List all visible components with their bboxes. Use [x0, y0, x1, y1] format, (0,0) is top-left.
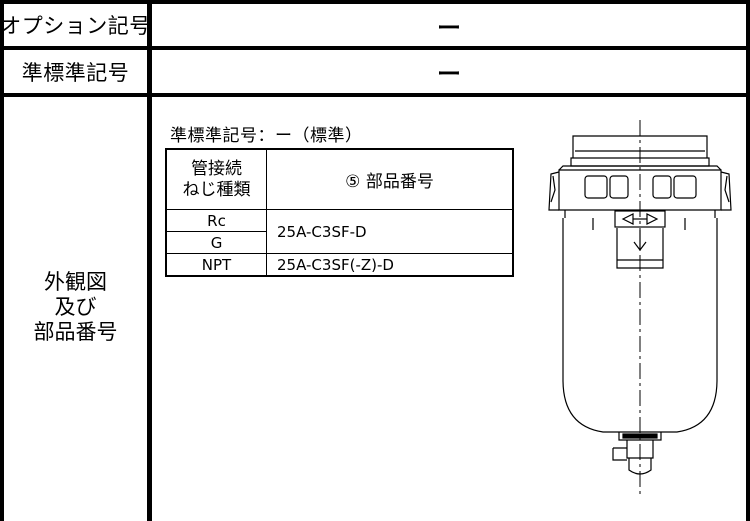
appearance-label: 外観図 及び 部品番号 — [4, 270, 147, 345]
appearance-label-line3: 部品番号 — [33, 320, 118, 344]
bowl-cap — [572, 135, 708, 158]
row-divider-1 — [0, 46, 750, 50]
parts-table-header: 管接続 ねじ種類 ⑤ 部品番号 — [165, 148, 514, 210]
standard-code-label: 準標準記号 — [21, 60, 130, 85]
table-row: G — [165, 231, 513, 254]
table-row: NPT 25A-C3SF(-Z)-D — [165, 253, 514, 277]
column-divider — [147, 0, 152, 521]
right-border — [746, 0, 750, 521]
thread-type-header: 管接続 ねじ種類 — [165, 148, 267, 210]
part-number-header: ⑤ 部品番号 — [266, 148, 514, 210]
option-code-label: オプション記号 — [0, 14, 151, 38]
lock-button — [614, 210, 666, 228]
appearance-label-line2: 及び — [54, 295, 97, 319]
thread-header-line1: 管接続 — [191, 158, 242, 179]
thread-cell: Rc — [165, 209, 267, 232]
appearance-label-line1: 外観図 — [44, 270, 107, 294]
row-divider-2 — [0, 93, 750, 97]
standard-code-value: ー — [437, 60, 461, 88]
standard-title: 準標準記号：ー（標準） — [170, 126, 363, 146]
top-border — [0, 0, 750, 4]
drain-bowl-illustration — [548, 120, 732, 496]
left-border — [0, 0, 4, 521]
left-latch — [548, 171, 560, 211]
thread-cell: G — [165, 231, 267, 254]
thread-header-line2: ねじ種類 — [182, 179, 251, 200]
bowl-body — [562, 218, 718, 433]
drain-valve — [618, 432, 662, 441]
right-latch — [720, 171, 732, 211]
part-cell: 25A-C3SF(-Z)-D — [266, 253, 514, 277]
parts-table: 管接続 ねじ種類 ⑤ 部品番号 Rc 25A-C3SF-D G NPT 25A-… — [165, 148, 514, 277]
thread-cell: NPT — [165, 253, 267, 277]
table-row: Rc 25A-C3SF-D — [165, 209, 514, 254]
part-cell: 25A-C3SF-D — [266, 209, 514, 254]
option-code-value: ー — [437, 13, 461, 42]
